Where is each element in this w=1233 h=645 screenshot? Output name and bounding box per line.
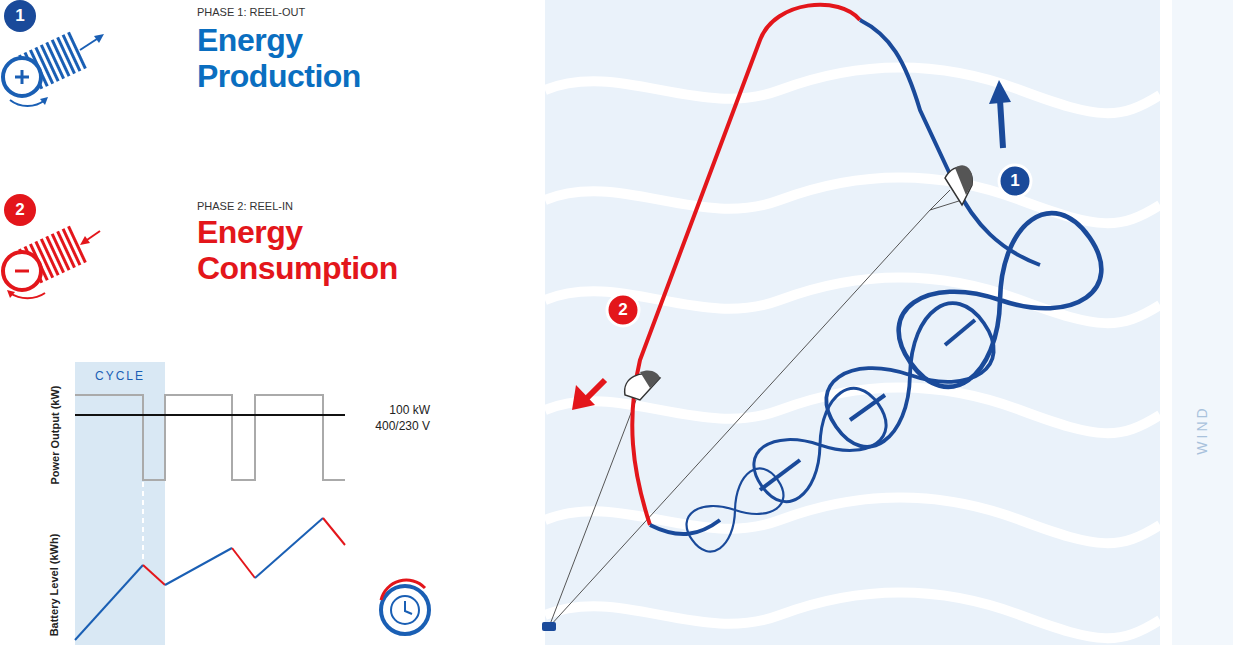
wind-waves [545,68,1160,639]
clock-icon [381,580,429,634]
tether [549,190,962,627]
wind-watermark: WIND [1194,405,1210,454]
battery-curve [75,518,345,640]
callout-circle [607,294,639,326]
wind-strip [1172,0,1233,645]
callout-number: 1 [15,6,24,26]
direction-arrow [572,80,1011,410]
axis-label: Power Output (kW) [48,386,60,485]
callout-number: 2 [618,300,627,320]
kite [945,165,973,205]
reel-out-path [650,20,1117,559]
cycle-label: CYCLE [95,369,145,383]
callout-circle [4,0,36,32]
phase-label: PHASE 2: REEL-IN [197,200,293,212]
cycle-band [75,362,165,645]
power-curve [75,395,345,480]
callout-number: 1 [1010,171,1019,191]
callout-circle [4,194,36,226]
spool-icon [3,225,100,298]
callout-circle [999,165,1031,197]
average-line [75,414,345,416]
phase-title: Energy Production [197,22,417,94]
phase-title: Energy Consumption [197,214,447,286]
dashed-marker [142,482,144,562]
callout-number: 2 [15,200,24,220]
axis-label: Battery Level (kWh) [48,534,60,637]
kite [625,370,660,400]
value-label: 100 kW 400/230 V [350,402,430,434]
phase-label: PHASE 1: REEL-OUT [197,6,305,18]
spool-icon [3,31,104,106]
ground-station [542,622,556,631]
wind-field [545,0,1160,645]
